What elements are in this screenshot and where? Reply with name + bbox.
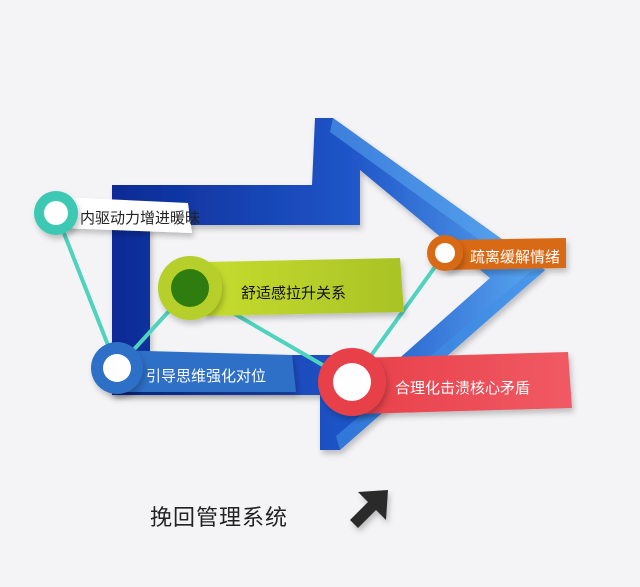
label-soothe: 疏离缓解情绪 [470,248,560,266]
label-tag-guide [110,350,296,392]
node-soothe: 疏离缓解情绪 [427,235,566,271]
caption-title: 挽回管理系统 [150,506,289,531]
node-rational: 合理化击溃核心矛盾 [318,348,572,416]
label-comfort: 舒适感拉升关系 [241,284,346,302]
label-tag-rational [355,352,572,414]
label-tag-soothe [445,238,566,270]
node-dot-rational [333,363,371,401]
label-tag-drive [60,197,192,233]
node-comfort: 舒适感拉升关系 [158,256,404,320]
label-tag-comfort [205,258,404,316]
node-guide: 引导思维强化对位 [91,342,296,394]
node-dot-soothe [435,243,455,263]
label-rational: 合理化击溃核心矛盾 [395,379,530,397]
label-drive: 内驱动力增进暖昧 [80,209,200,227]
node-dot-comfort [171,269,209,307]
node-drive: 内驱动力增进暖昧 [34,191,200,235]
connector-drive-guide [54,211,119,370]
node-dot-drive [44,201,68,225]
pointer-arrow-icon [350,490,388,528]
node-dot-guide [103,354,131,382]
label-guide: 引导思维强化对位 [146,367,266,385]
